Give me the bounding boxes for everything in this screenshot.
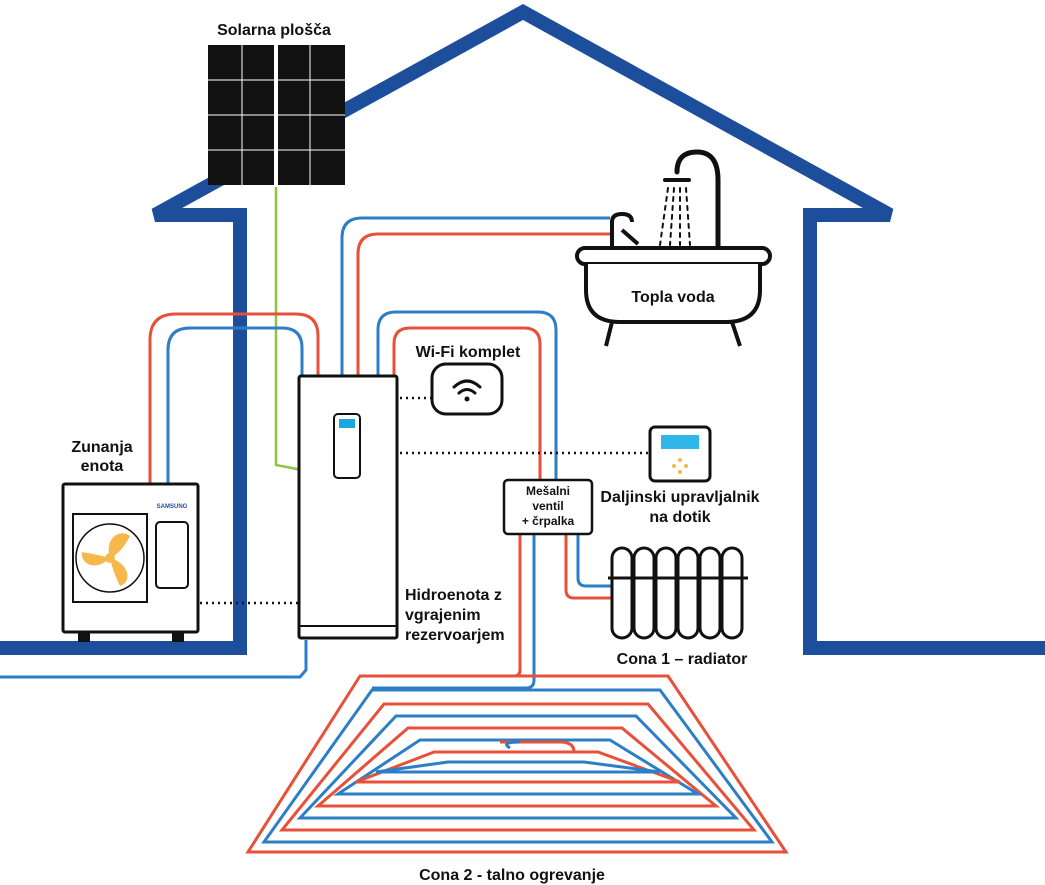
heating-pipes: [376, 310, 558, 482]
zone1-label: Cona 1 – radiator: [617, 651, 748, 668]
mixing-valve-label-2: ventil: [532, 499, 563, 513]
signal-lines: [200, 396, 650, 605]
solar-cable: [274, 187, 303, 472]
brand-label: SAMSUNG: [157, 504, 188, 510]
mixing-valve-label-3: + črpalka: [522, 514, 575, 528]
remote-label-2: na dotik: [649, 509, 710, 526]
hot-water-label: Topla voda: [631, 289, 714, 306]
floor-heating-icon: [245, 674, 789, 854]
hydro-unit-label-2: vgrajenim: [405, 607, 481, 624]
house-outline: [0, 4, 1045, 655]
zone2-label: Cona 2 - talno ogrevanje: [419, 867, 605, 884]
remote-label-1: Daljinski upravljalnik: [600, 489, 759, 506]
wifi-kit-label: Wi-Fi komplet: [416, 344, 521, 361]
mixing-valve-label-1: Mešalni: [526, 484, 570, 498]
hydro-unit-label-1: Hidroenota z: [405, 587, 502, 604]
outdoor-unit-label-2: enota: [81, 458, 124, 475]
outdoor-unit-icon: [61, 482, 200, 642]
radiator-icon: [608, 546, 748, 640]
house-roof-left-wall: [0, 4, 1045, 655]
hydro-unit-label-3: rezervoarjem: [405, 627, 505, 644]
remote-control-icon: [648, 425, 712, 483]
outdoor-unit-label-1: Zunanja: [71, 439, 132, 456]
hydro-unit-icon: [297, 374, 399, 640]
shower-icon: [659, 149, 721, 251]
mixing-valve-icon: [502, 478, 594, 536]
wifi-icon: [430, 362, 504, 416]
radiator-pipes: [564, 535, 612, 600]
outdoor-pipes: [0, 312, 320, 679]
solar-panel-icon: [208, 45, 345, 185]
solar-panel-label: Solarna plošča: [217, 22, 331, 39]
bathtub-icon: [575, 211, 772, 347]
hot-water-pipes: [340, 216, 612, 378]
